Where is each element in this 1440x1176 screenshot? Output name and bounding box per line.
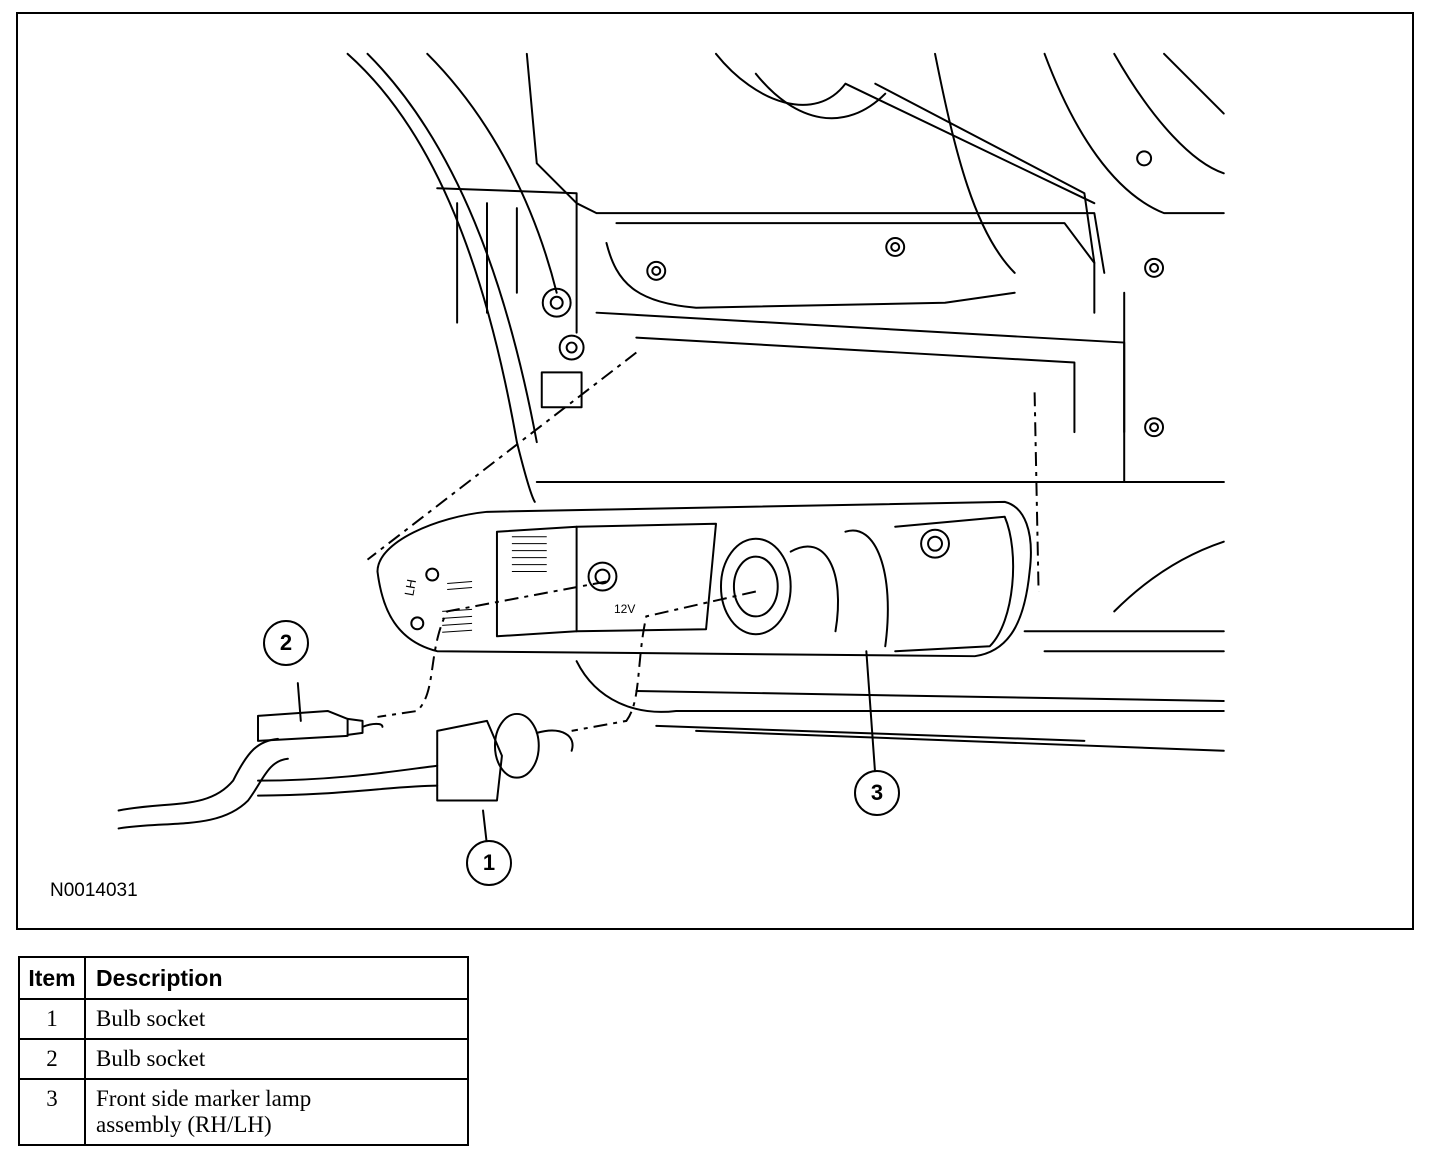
legend-header-row: Item Description [18, 956, 469, 1000]
legend-item-description: Bulb socket [84, 1038, 469, 1080]
legend-header-description: Description [84, 956, 469, 1000]
legend-description-line: assembly (RH/LH) [96, 1112, 272, 1137]
callout-3: 3 [854, 770, 900, 816]
legend-table: Item Description 1 Bulb socket 2 Bulb so… [18, 956, 469, 1146]
exploded-view-illustration: N0014031 1 2 3 LH 12V [16, 12, 1414, 930]
legend-item-number: 2 [18, 1038, 86, 1080]
callout-2: 2 [263, 620, 309, 666]
legend-row: 3 Front side marker lamp assembly (RH/LH… [18, 1078, 469, 1146]
legend-item-number: 1 [18, 998, 86, 1040]
legend-row: 1 Bulb socket [18, 998, 469, 1040]
callout-1: 1 [466, 840, 512, 886]
legend-description-line: Front side marker lamp [96, 1086, 312, 1111]
lamp-side-marking: LH [401, 578, 420, 597]
lamp-voltage-marking: 12V [614, 602, 636, 616]
legend-item-description: Front side marker lamp assembly (RH/LH) [84, 1078, 469, 1146]
figure-id: N0014031 [50, 880, 138, 901]
vehicle-line-drawing [117, 52, 1225, 847]
legend-item-description: Bulb socket [84, 998, 469, 1040]
legend-row: 2 Bulb socket [18, 1038, 469, 1080]
legend-item-number: 3 [18, 1078, 86, 1146]
legend-header-item: Item [18, 956, 86, 1000]
